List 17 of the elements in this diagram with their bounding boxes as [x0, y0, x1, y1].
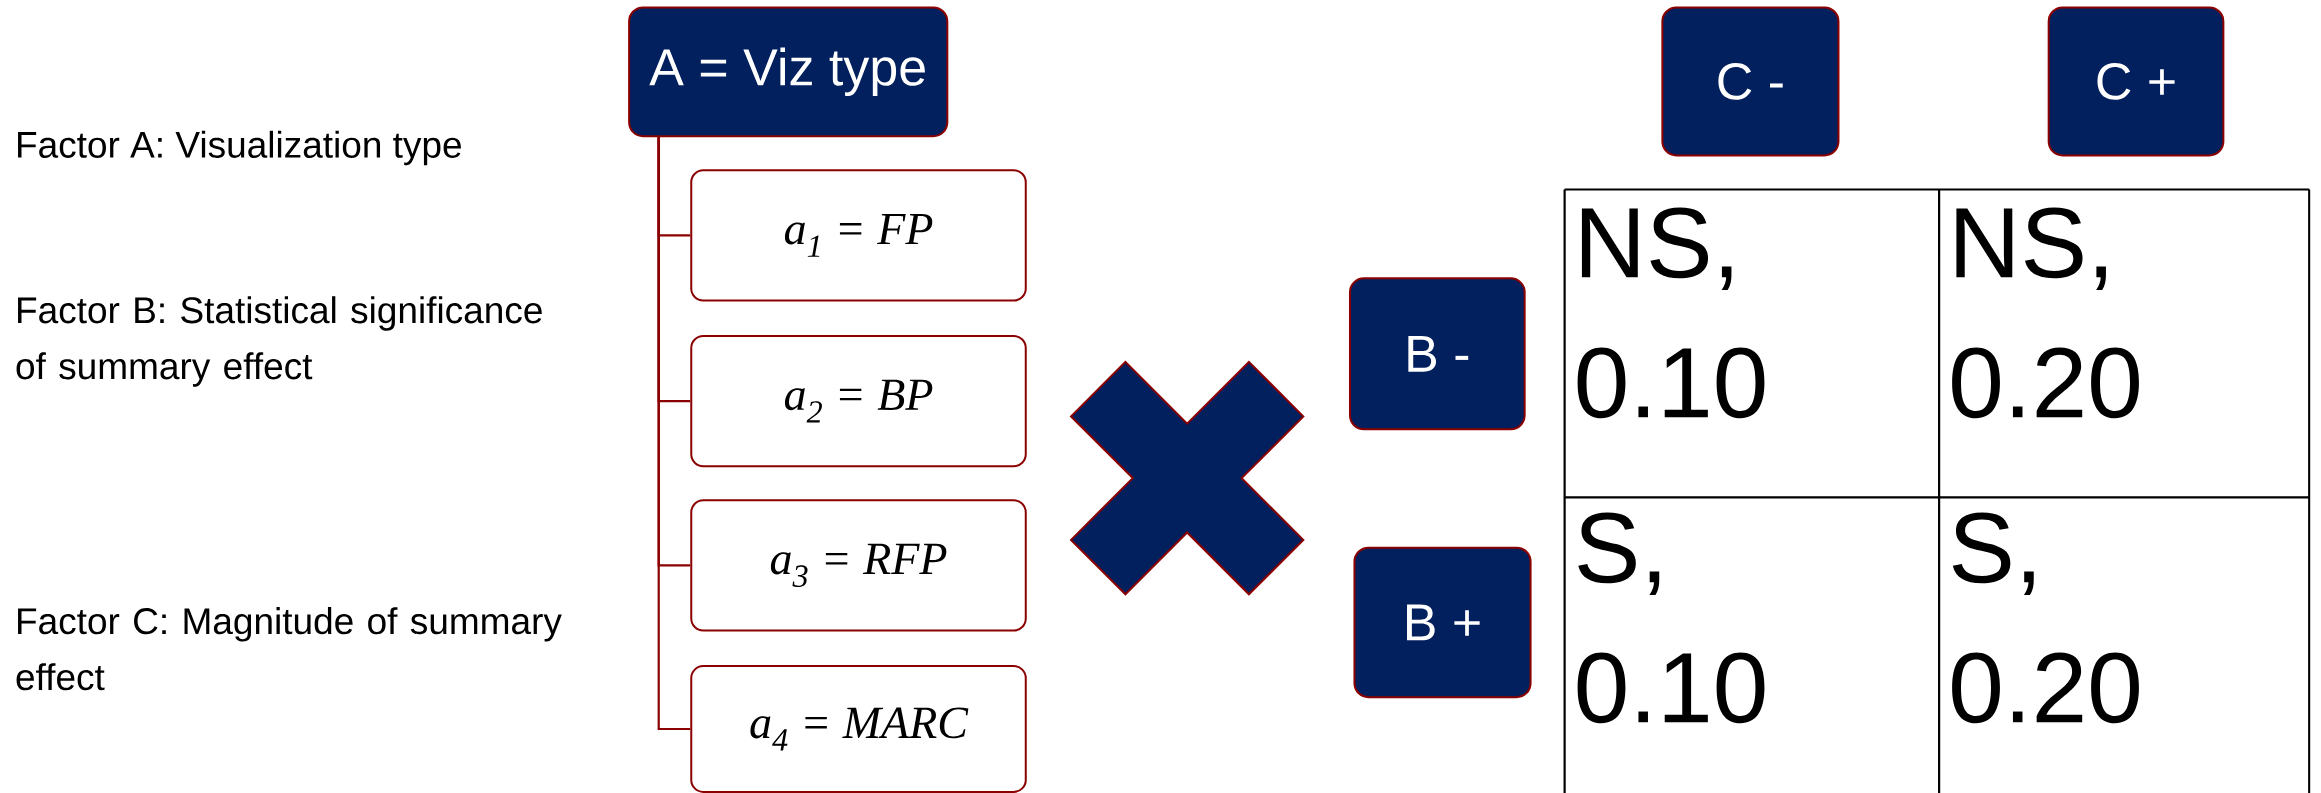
category-box: C - [1661, 6, 1840, 157]
connector-line [657, 137, 691, 731]
category-box: C + [2047, 6, 2225, 157]
factor-label: Factor C: Magnitude of summary effect [16, 607, 562, 691]
factor-label: Factor B: Statistical significance of summary effect [16, 296, 542, 387]
table-cell-text: S, 0.20 [1952, 512, 2139, 724]
table-cell-text: NS, 0.10 [1577, 207, 1765, 419]
table-cell-text: S, 0.10 [1577, 512, 1765, 724]
table-cell-text: NS, 0.20 [1952, 207, 2139, 419]
factor-label: Factor A: Visualization type [18, 130, 461, 166]
level-box: a$_{3}$ = RFP [690, 499, 1027, 632]
level-box: a$_{2}$ = BP [690, 334, 1027, 468]
category-box: A = Viz type [628, 6, 949, 138]
category-box: B - [1348, 277, 1526, 431]
level-box: a$_{4}$ = MARC [690, 665, 1027, 793]
category-box: B + [1353, 546, 1532, 699]
level-box: a$_{1}$ = FP [690, 169, 1027, 302]
